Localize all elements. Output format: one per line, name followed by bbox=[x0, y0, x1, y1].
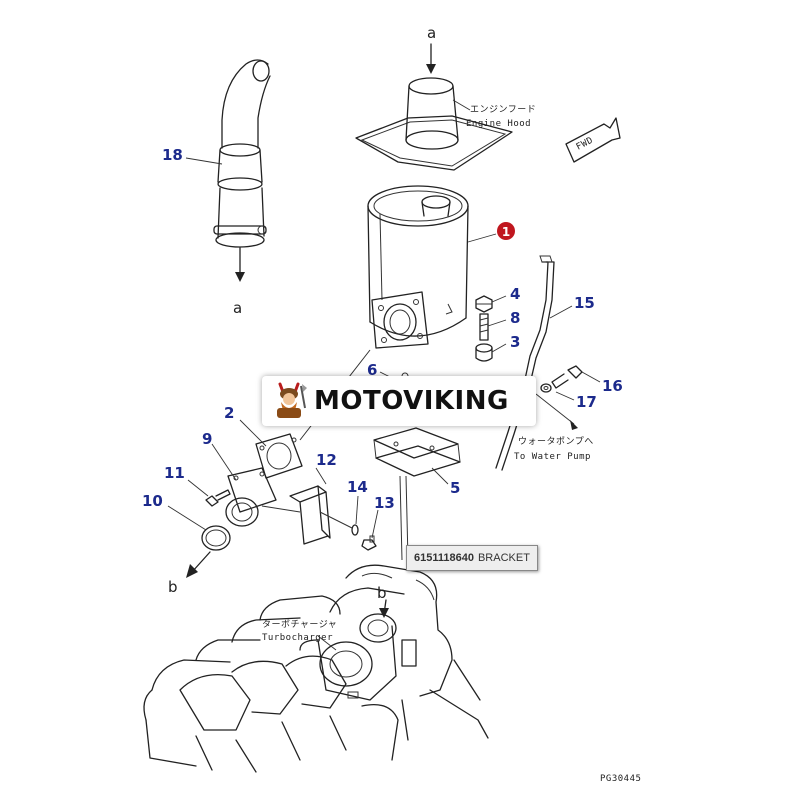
callout-6: 6 bbox=[367, 361, 377, 379]
connector-a-top: a bbox=[427, 24, 436, 42]
callout-11: 11 bbox=[164, 464, 185, 482]
air-cleaner-part bbox=[367, 185, 469, 349]
tooltip-part-name: BRACKET bbox=[477, 552, 530, 564]
callout-13: 13 bbox=[374, 494, 395, 512]
callout-18: 18 bbox=[162, 146, 183, 164]
turbocharger-label-jp: ターボチャージャ bbox=[262, 619, 337, 630]
part-tooltip[interactable]: 6151118640 BRACKET bbox=[406, 545, 538, 571]
turbocharger-label-en: Turbocharger bbox=[262, 633, 333, 643]
water-pump-label-jp: ウォータポンプへ bbox=[518, 436, 594, 447]
callout-9: 9 bbox=[202, 430, 212, 448]
callout-2: 2 bbox=[224, 404, 234, 422]
callout-1-highlight bbox=[497, 222, 515, 240]
small-washer-part bbox=[351, 524, 359, 536]
connector-b-right: b bbox=[377, 584, 387, 602]
arrow-down-left-icon bbox=[186, 551, 211, 578]
gasket-part bbox=[255, 433, 303, 479]
flange-bolt-part bbox=[205, 489, 231, 507]
engine-hood-part bbox=[355, 77, 513, 171]
callout-16: 16 bbox=[602, 377, 623, 395]
watermark-brand-text: MOTOVIKING bbox=[314, 386, 509, 416]
mount-bolt-part bbox=[361, 535, 377, 551]
callout-5: 5 bbox=[450, 479, 460, 497]
watermark-banner: MOTOVIKING bbox=[262, 376, 536, 426]
arrow-down-icon bbox=[379, 599, 389, 618]
connector-a-bottom: a bbox=[233, 299, 242, 317]
callout-17: 17 bbox=[576, 393, 597, 411]
engine-hood-label-jp: エンジンフード bbox=[470, 105, 536, 115]
drawing-code: PG30445 bbox=[600, 774, 641, 784]
connector-b-left: b bbox=[168, 578, 178, 596]
water-pump-label-en: To Water Pump bbox=[514, 452, 591, 462]
arrow-down-icon bbox=[426, 43, 436, 74]
tooltip-part-number: 6151118640 bbox=[414, 552, 474, 564]
washer-part bbox=[540, 383, 552, 393]
intake-hose-part bbox=[213, 59, 271, 248]
callout-8: 8 bbox=[510, 309, 520, 327]
clamp-ring-part bbox=[201, 525, 231, 551]
callout-15: 15 bbox=[574, 294, 595, 312]
callout-1: 1 bbox=[502, 225, 510, 239]
bracket-part bbox=[373, 427, 461, 477]
elbow-flange-part bbox=[225, 467, 277, 527]
engine-hood-label-en: Engine Hood bbox=[466, 119, 531, 129]
viking-mascot-logo bbox=[277, 382, 307, 418]
spacer-part bbox=[475, 343, 493, 362]
nut-part bbox=[475, 295, 493, 313]
support-bracket-part bbox=[261, 485, 331, 545]
bolt-part bbox=[551, 365, 583, 389]
callout-10: 10 bbox=[142, 492, 163, 510]
callout-3: 3 bbox=[510, 333, 520, 351]
arrow-down-icon bbox=[235, 247, 245, 282]
callout-4: 4 bbox=[510, 285, 520, 303]
engine-turbocharger-assembly bbox=[143, 564, 489, 773]
forward-direction-icon: FWD bbox=[565, 117, 621, 163]
stud-bolt-part bbox=[479, 313, 489, 341]
callout-12: 12 bbox=[316, 451, 337, 469]
callout-14: 14 bbox=[347, 478, 368, 496]
